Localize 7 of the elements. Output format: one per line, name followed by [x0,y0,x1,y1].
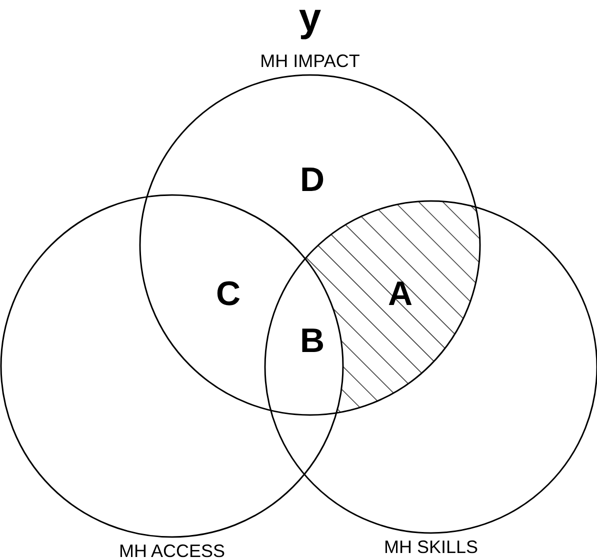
circle-heading: MH SKILLS [384,536,478,559]
diagram-title: y [298,0,322,38]
region-letter: B [300,324,325,358]
region-letter: C [216,277,241,311]
circle-heading: MH ACCESS [118,540,226,560]
region-letter: D [300,163,325,197]
circle-heading: MH IMPACT [260,50,360,73]
